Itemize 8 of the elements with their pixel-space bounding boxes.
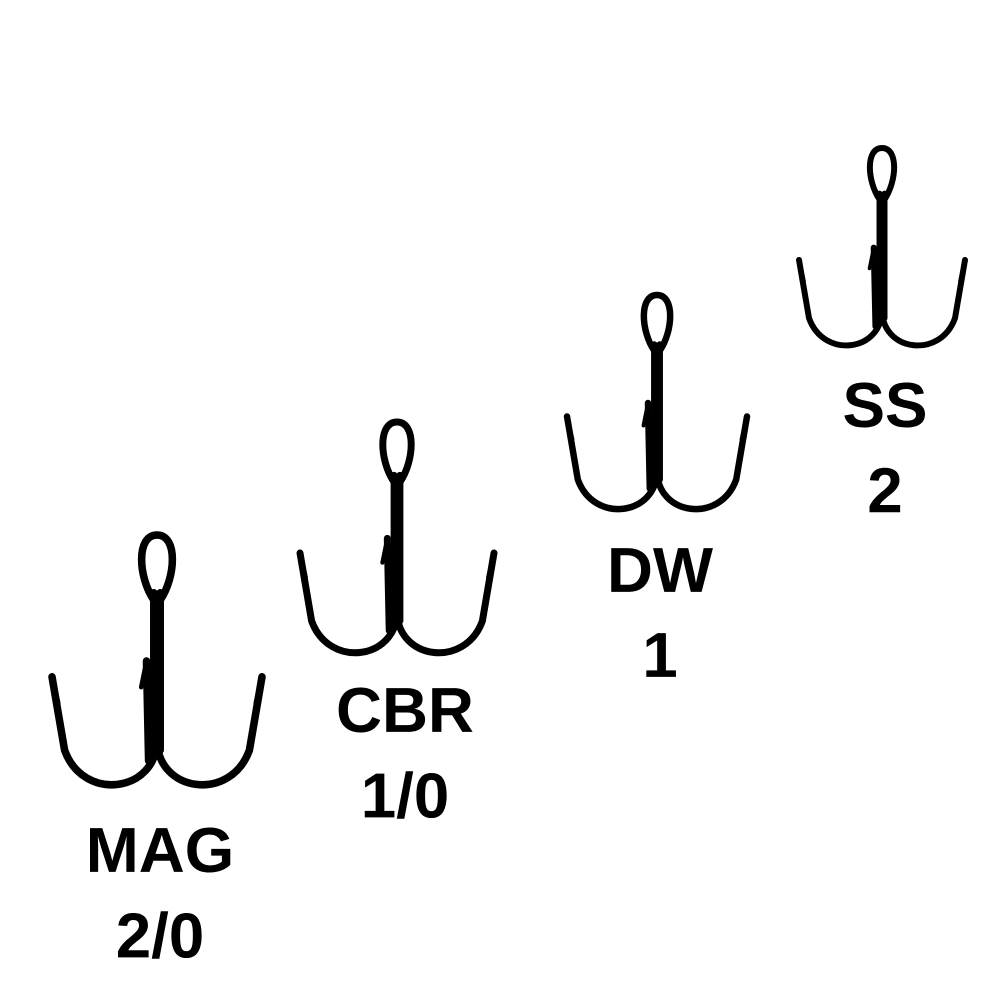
model-label: DW [611,548,713,592]
size-label: 2/0 [118,911,202,959]
size-label: 1/0 [364,771,447,819]
model-label: SS [844,382,925,428]
model-label: MAG [90,827,230,873]
model-label: CBR [338,687,473,733]
size-label: 2 [870,468,900,512]
size-label: 1 [646,633,676,677]
